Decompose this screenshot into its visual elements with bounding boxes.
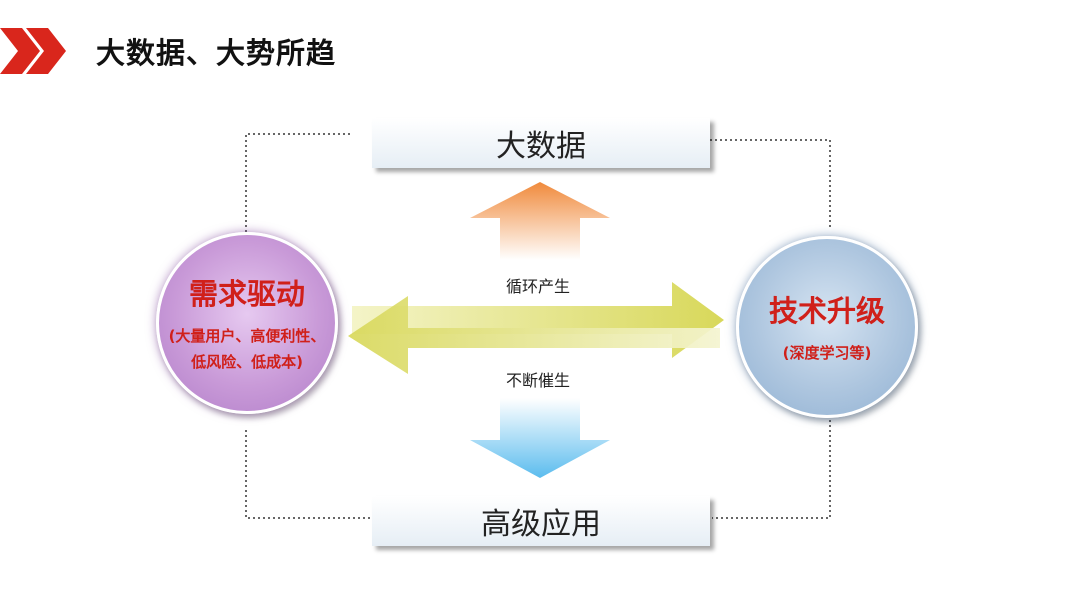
demand-driven-circle: 需求驱动 (大量用户、高便利性、 低风险、低成本) [156, 232, 338, 414]
down-arrow [470, 398, 610, 478]
double-chevron-right-icon [0, 28, 66, 74]
demand-driven-detail-line2: 低风险、低成本) [191, 353, 303, 371]
dotted-connector-lines [245, 133, 831, 519]
cycle-generate-label: 循环产生 [506, 277, 571, 296]
tech-upgrade-detail: (深度学习等) [782, 344, 872, 362]
page-title: 大数据、大势所趋 [96, 36, 337, 70]
demand-driven-title: 需求驱动 [188, 277, 305, 311]
right-arrow [352, 282, 724, 358]
advanced-application-box: 高级应用 [372, 496, 710, 546]
tech-upgrade-title: 技术升级 [768, 294, 885, 328]
left-arrow [348, 296, 720, 374]
continuous-spur-label: 不断催生 [506, 371, 571, 390]
up-arrow [470, 182, 610, 260]
tech-upgrade-circle: 技术升级 (深度学习等) [736, 236, 918, 418]
big-data-box: 大数据 [372, 118, 710, 168]
demand-driven-detail-line1: (大量用户、高便利性、 [168, 327, 326, 345]
